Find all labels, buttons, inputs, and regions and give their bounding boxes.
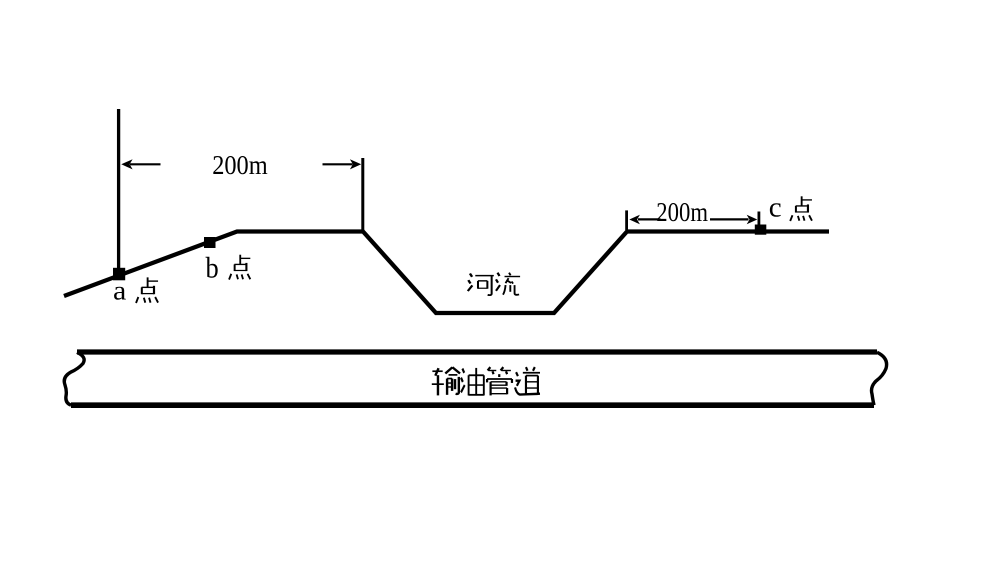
svg-text:a: a xyxy=(113,275,126,305)
svg-text:200m: 200m xyxy=(212,150,268,180)
svg-text:c: c xyxy=(769,192,782,224)
svg-text:b: b xyxy=(206,252,219,284)
svg-text:200m: 200m xyxy=(656,196,708,227)
